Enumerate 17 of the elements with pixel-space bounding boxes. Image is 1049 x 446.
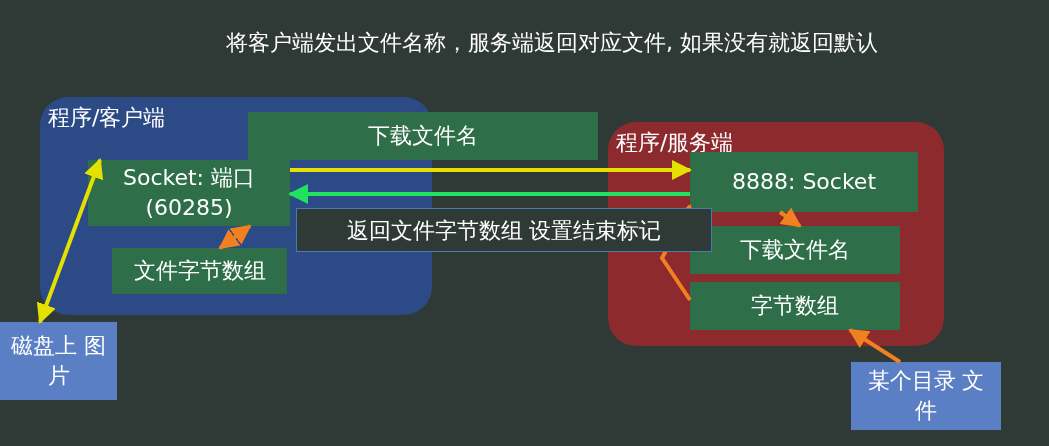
process-box: 文件字节数组 <box>112 248 287 294</box>
arrow <box>288 184 690 204</box>
process-box: Socket: 端口(60285) <box>88 160 290 226</box>
title: 将客户端发出文件名称，服务端返回对应文件, 如果没有就返回默认 <box>226 29 878 57</box>
process-box: 下载文件名 <box>248 112 598 160</box>
process-box: 下载文件名 <box>690 226 900 274</box>
arrow <box>778 207 802 228</box>
process-box: 8888: Socket <box>690 152 918 212</box>
process-box: 字节数组 <box>690 282 900 330</box>
arrow <box>218 224 252 250</box>
arrow <box>848 328 902 364</box>
storage-box: 磁盘上 图片 <box>0 322 117 400</box>
panel-title: 程序/客户端 <box>48 104 166 132</box>
storage-box: 某个目录 文件 <box>851 362 1001 430</box>
arrow <box>290 160 692 180</box>
arrow <box>36 158 104 324</box>
edge-label: 返回文件字节数组 设置结束标记 <box>296 208 712 252</box>
